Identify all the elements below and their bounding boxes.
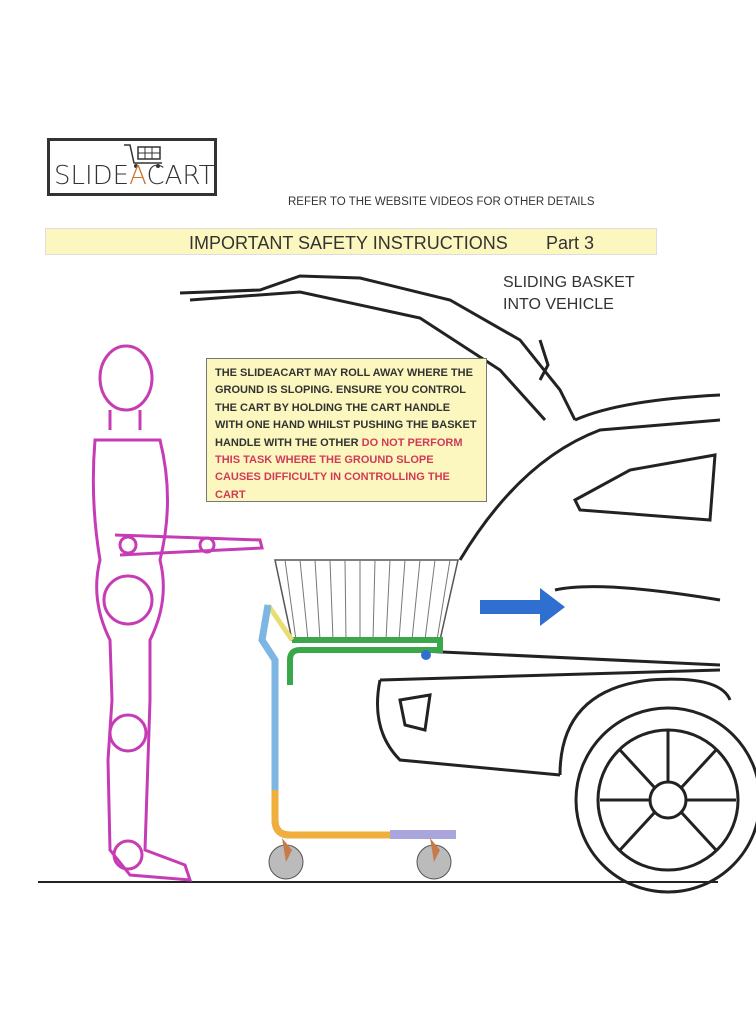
notice-body: THE SLIDEACART MAY ROLL AWAY WHERE THE G… — [215, 367, 477, 449]
subtitle-line: SLIDING BASKET — [503, 274, 635, 291]
cart-drawing — [258, 559, 459, 880]
direction-arrow-icon — [480, 588, 565, 626]
safety-notice: THE SLIDEACART MAY ROLL AWAY WHERE THE G… — [206, 358, 487, 502]
logo-text: SLIDEACART — [54, 161, 215, 191]
car-drawing — [179, 274, 756, 894]
step-subtitle: SLIDING BASKET INTO VEHICLE — [503, 272, 635, 316]
title-banner: IMPORTANT SAFETY INSTRUCTIONS Part 3 — [45, 228, 657, 255]
shopping-cart-icon — [124, 144, 162, 168]
subtitle-line: INTO VEHICLE — [503, 296, 614, 313]
slideacart-logo: SLIDEACART — [47, 138, 217, 196]
banner-title: IMPORTANT SAFETY INSTRUCTIONS — [189, 233, 508, 253]
banner-part: Part 3 — [546, 233, 595, 253]
human-figure — [91, 344, 264, 882]
notice-warning: DO NOT PERFORM THIS TASK WHERE THE GROUN… — [215, 436, 463, 501]
refer-note: REFER TO THE WEBSITE VIDEOS FOR OTHER DE… — [288, 196, 595, 208]
